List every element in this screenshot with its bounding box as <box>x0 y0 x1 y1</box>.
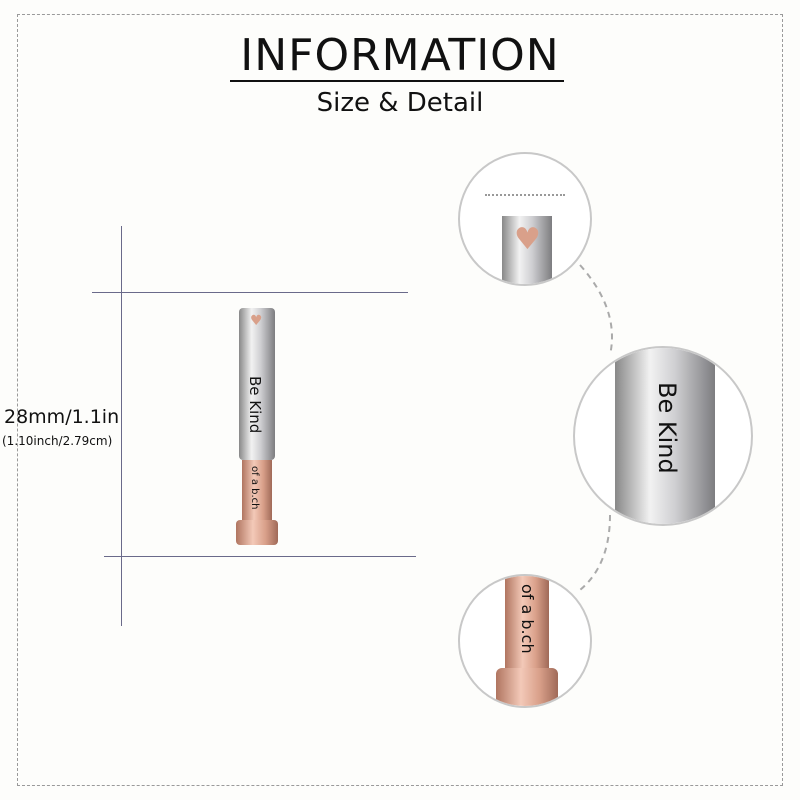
vertical-measure-line <box>121 226 122 626</box>
detail-circle-base: of a b.ch <box>458 574 592 708</box>
page-title: INFORMATION <box>240 30 560 81</box>
dashed-frame <box>17 14 783 786</box>
connector-arc <box>579 264 613 591</box>
engraving-front-zoom: Be Kind <box>653 382 681 474</box>
dimension-mm: 28mm/1.1in <box>4 406 120 428</box>
page-subtitle: Size & Detail <box>316 88 484 118</box>
top-measure-line <box>92 292 408 293</box>
engraving-front: Be Kind <box>246 376 264 434</box>
heart-icon: ♥ <box>250 313 263 329</box>
title-underline <box>230 80 564 82</box>
engraving-back: of a b.ch <box>249 466 260 510</box>
detail-circle-heart: ♥ <box>458 152 592 286</box>
heart-icon: ♥ <box>514 222 541 257</box>
engraving-back-zoom: of a b.ch <box>518 584 537 654</box>
dimension-inch-cm: (1.10inch/2.79cm) <box>2 434 113 448</box>
detail-circle-engraving: Be Kind <box>573 346 753 526</box>
bottom-measure-line <box>104 556 416 557</box>
